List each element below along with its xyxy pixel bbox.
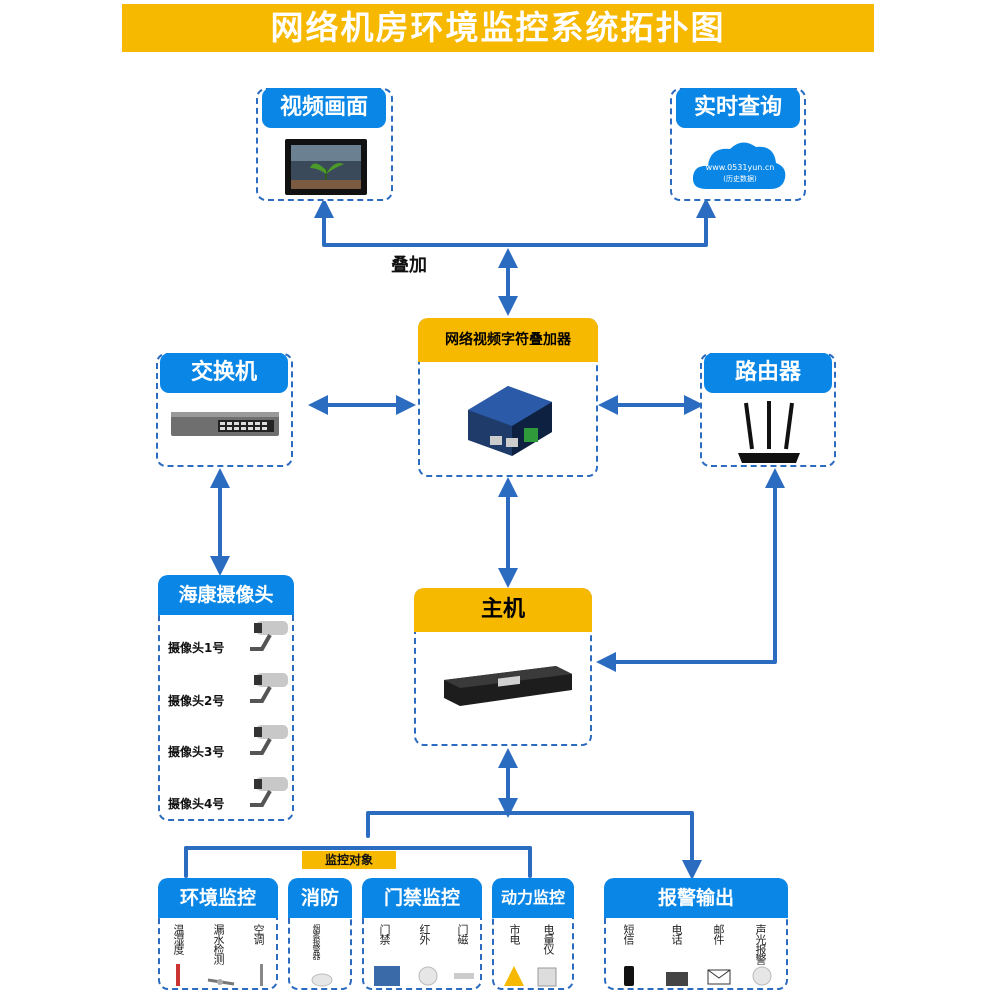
node-power: 动力监控 市电 电量仪 <box>492 878 574 990</box>
node-door-access: 门禁监控 门禁 红外 门磁 <box>362 878 482 990</box>
camera-icon-1 <box>250 621 288 651</box>
door-item-access: 门禁 <box>378 924 391 944</box>
power-item-mains: 市电 <box>508 924 521 944</box>
alarm-device-icons <box>624 966 772 986</box>
camera-label-4: 摄像头4号 <box>168 797 225 811</box>
alarm-item-sound-light: 声光报警 <box>754 924 767 964</box>
node-realtime-query: 实时查询 www.0531yun.cn (历史数据) <box>670 88 806 201</box>
env-item-leak-detect: 漏水检测 <box>212 924 225 964</box>
camera-icon-4 <box>250 777 288 807</box>
node-router: 路由器 <box>700 353 836 467</box>
power-item-meter: 电量仪 <box>542 924 555 954</box>
smoke-detector-icon <box>311 973 333 987</box>
node-osd-overlay: 网络视频字符叠加器 <box>418 318 598 477</box>
network-switch-icon <box>171 412 279 436</box>
node-router-label: 路由器 <box>704 353 832 393</box>
door-item-infrared: 红外 <box>418 924 431 944</box>
node-video-display: 视频画面 <box>256 88 393 201</box>
node-environment-label: 环境监控 <box>158 878 278 918</box>
door-item-magnetic: 门磁 <box>456 924 469 944</box>
alarm-item-email: 邮件 <box>712 924 725 944</box>
node-host: 主机 <box>414 588 592 746</box>
host-server-icon <box>444 666 572 706</box>
page-title: 网络机房环境监控系统拓扑图 <box>122 4 874 52</box>
osd-device-icon <box>468 386 552 456</box>
monitor-icon <box>285 139 367 195</box>
cloud-note: (历史数据) <box>723 175 757 183</box>
cloud-icon <box>692 142 786 189</box>
node-query-label: 实时查询 <box>676 88 800 128</box>
node-switch-label: 交换机 <box>160 353 288 393</box>
fire-item-smoke: 烟雾报警器 <box>312 924 321 959</box>
cloud-url: www.0531yun.cn <box>705 163 775 172</box>
node-alarm-label: 报警输出 <box>604 878 788 918</box>
link-tree-alarm <box>506 811 702 880</box>
env-item-temp-humidity: 温湿度 <box>172 924 185 954</box>
door-device-icons <box>374 966 474 986</box>
alarm-item-phone: 电话 <box>670 924 683 944</box>
env-item-ac: 空调 <box>252 924 265 944</box>
link-osd-video <box>314 198 510 247</box>
node-door-label: 门禁监控 <box>362 878 482 918</box>
node-power-label: 动力监控 <box>492 878 574 918</box>
camera-label-2: 摄像头2号 <box>168 694 225 708</box>
link-router-host <box>596 468 785 672</box>
link-osd-query <box>506 198 716 247</box>
camera-icons <box>250 621 288 807</box>
monitor-scope-tag: 监控对象 <box>302 851 396 869</box>
node-fire-label: 消防 <box>288 878 352 918</box>
node-video-label: 视频画面 <box>262 88 386 128</box>
node-osd-label: 网络视频字符叠加器 <box>418 318 598 362</box>
node-cameras-label: 海康摄像头 <box>158 575 294 615</box>
camera-label-3: 摄像头3号 <box>168 745 225 759</box>
overlay-label: 叠加 <box>391 255 427 276</box>
node-cameras: 海康摄像头 摄像头1号 摄像头2号 摄像头3号 摄像头4号 <box>158 575 294 821</box>
tree-branch <box>366 811 510 838</box>
node-switch: 交换机 <box>156 353 293 467</box>
camera-icon-3 <box>250 725 288 755</box>
node-environment: 环境监控 温湿度 漏水检测 空调 <box>158 878 278 990</box>
camera-icon-2 <box>250 673 288 703</box>
camera-label-1: 摄像头1号 <box>168 641 225 655</box>
alarm-item-sms: 短信 <box>622 924 635 944</box>
env-sensor-icons <box>176 964 263 986</box>
node-host-label: 主机 <box>414 588 592 632</box>
node-fire: 消防 烟雾报警器 <box>288 878 352 990</box>
router-icon <box>738 401 800 463</box>
node-alarm-output: 报警输出 短信 电话 邮件 声光报警 <box>604 878 788 990</box>
power-device-icons <box>504 966 557 987</box>
